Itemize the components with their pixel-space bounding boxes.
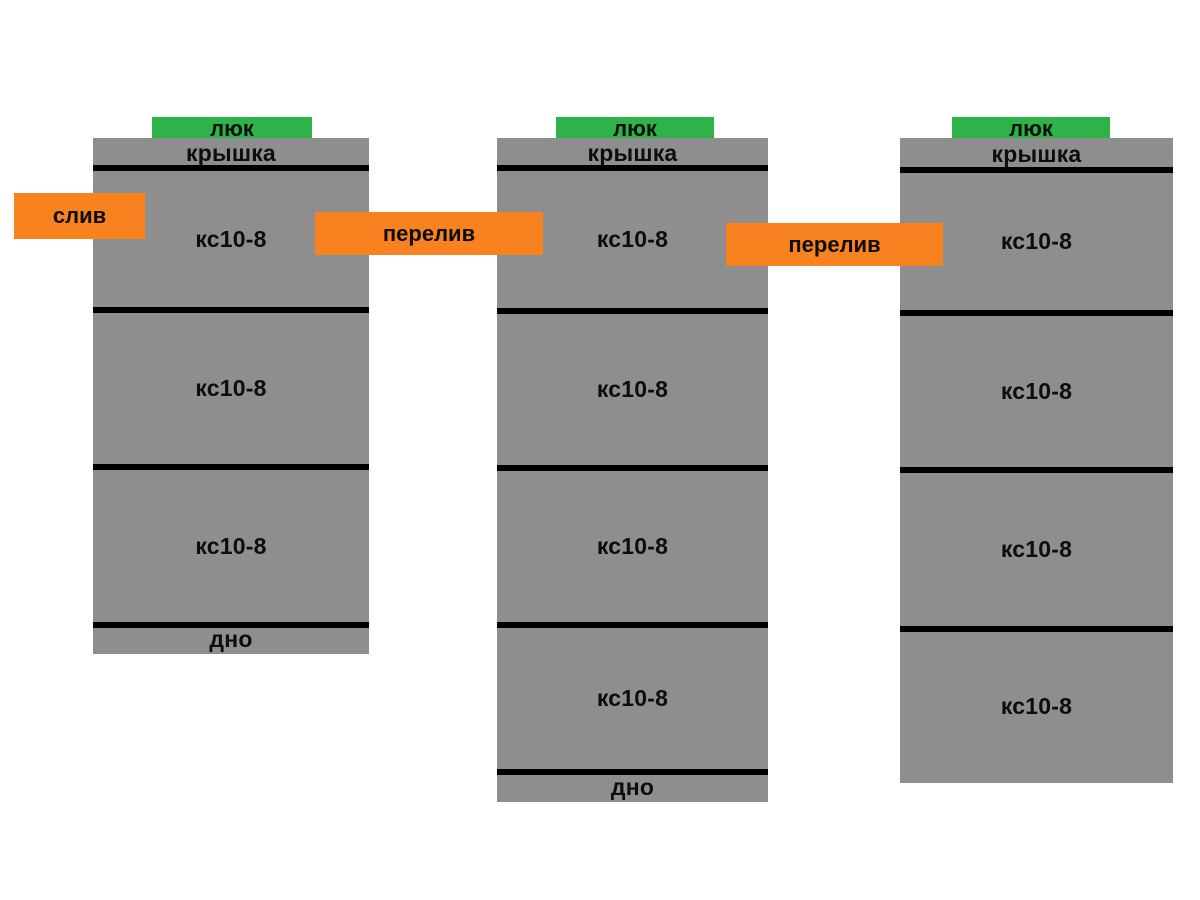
well-3: крышка кс10-8 кс10-8 кс10-8 кс10-8: [900, 138, 1173, 783]
well-1-ring-2-body: кс10-8: [93, 168, 369, 310]
ring-label: крышка: [186, 139, 276, 166]
hatch-tab-2: люк: [556, 117, 714, 140]
well-2-seam-4: [497, 622, 768, 628]
pipe-drain: слив: [14, 193, 145, 239]
well-3-seam-1: [900, 167, 1173, 173]
well-3-ring-1-cover: крышка: [900, 138, 1173, 170]
pipe-label: слив: [52, 203, 107, 228]
well-1-ring-1-cover: крышка: [93, 138, 369, 168]
ring-label: кс10-8: [596, 533, 669, 559]
well-1-ring-3-body: кс10-8: [93, 310, 369, 467]
well-1-seam-3: [93, 464, 369, 470]
well-2-seam-3: [497, 465, 768, 471]
ring-label: кс10-8: [596, 685, 669, 711]
ring-label: кс10-8: [195, 225, 267, 252]
ring-label: кс10-8: [195, 532, 267, 559]
pipe-overflow-1: перелив: [315, 212, 543, 255]
well-3-ring-3-body: кс10-8: [900, 313, 1173, 470]
well-2-seam-1: [497, 165, 768, 171]
hatch-tab-1: люк: [152, 117, 312, 140]
hatch-label: люк: [613, 115, 657, 141]
ring-label: кс10-8: [596, 226, 669, 252]
well-3-seam-3: [900, 467, 1173, 473]
well-1-seam-2: [93, 307, 369, 313]
hatch-label: люк: [1009, 115, 1053, 141]
well-3-ring-2-body: кс10-8: [900, 170, 1173, 313]
ring-label: кс10-8: [596, 376, 669, 402]
pipe-overflow-2: перелив: [726, 223, 943, 266]
well-3-ring-5-body: кс10-8: [900, 629, 1173, 783]
well-2-ring-5-body: кс10-8: [497, 625, 768, 772]
well-2-seam-2: [497, 308, 768, 314]
well-3-ring-4-body: кс10-8: [900, 470, 1173, 629]
ring-label: дно: [209, 626, 253, 652]
well-3-seam-2: [900, 310, 1173, 316]
ring-label: кс10-8: [195, 375, 267, 401]
well-1-seam-1: [93, 165, 369, 171]
well-1-seam-4: [93, 622, 369, 628]
well-2-ring-3-body: кс10-8: [497, 311, 768, 468]
well-3-seam-4: [900, 626, 1173, 632]
ring-label: кс10-8: [1000, 378, 1073, 404]
ring-label: кс10-8: [1000, 536, 1073, 562]
ring-label: кс10-8: [1000, 692, 1073, 719]
well-2-seam-5: [497, 769, 768, 775]
ring-label: кс10-8: [1000, 228, 1073, 254]
ring-label: крышка: [991, 140, 1082, 167]
well-2-ring-6-bottom: дно: [497, 772, 768, 802]
ring-label: дно: [610, 773, 655, 800]
ring-label: крышка: [587, 139, 678, 166]
well-2-ring-4-body: кс10-8: [497, 468, 768, 625]
hatch-tab-3: люк: [952, 117, 1110, 140]
well-2-ring-2-body: кс10-8: [497, 168, 768, 311]
pipe-label: перелив: [788, 231, 881, 257]
well-1-ring-4-body: кс10-8: [93, 467, 369, 625]
pipe-label: перелив: [382, 220, 476, 246]
hatch-label: люк: [210, 115, 254, 141]
well-2-ring-1-cover: крышка: [497, 138, 768, 168]
well-1-ring-5-bottom: дно: [93, 625, 369, 654]
